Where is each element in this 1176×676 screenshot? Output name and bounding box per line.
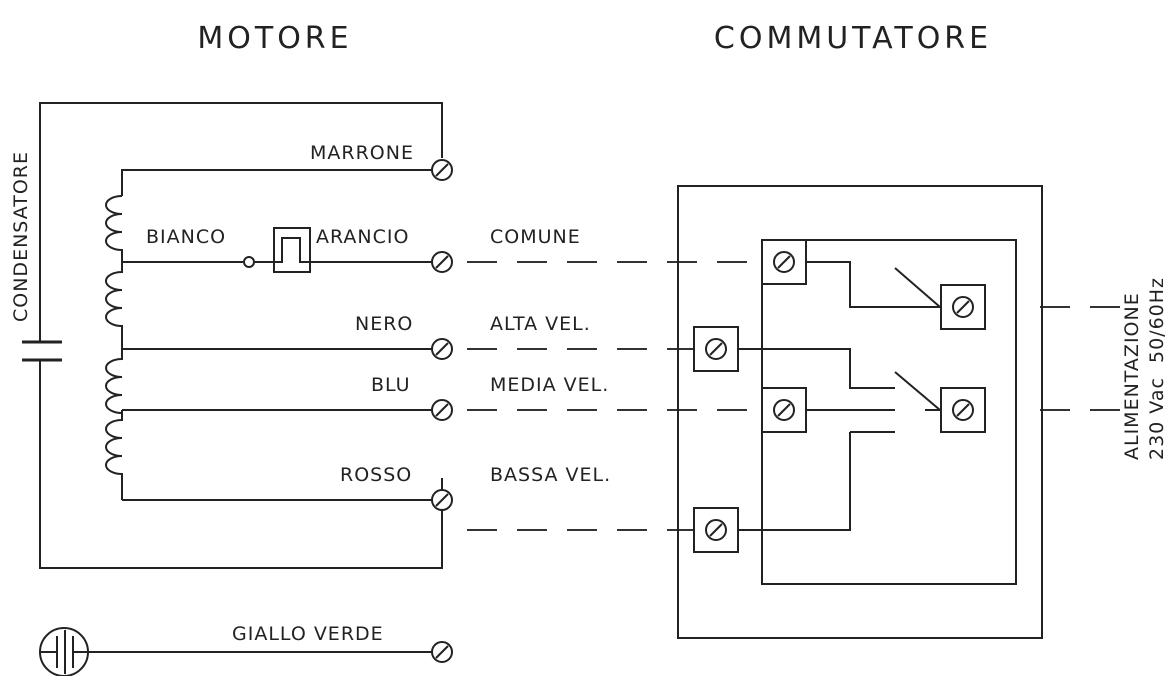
label-blu: BLU bbox=[371, 374, 411, 396]
switch-terminal-supply-1 bbox=[940, 284, 986, 330]
label-marrone: MARRONE bbox=[310, 142, 414, 164]
label-comune: COMUNE bbox=[490, 226, 581, 248]
label-alta-vel: ALTA VEL. bbox=[490, 313, 591, 335]
switch-terminal-comune bbox=[761, 239, 807, 285]
terminal-comune bbox=[431, 251, 453, 273]
switch-terminal-alta bbox=[693, 326, 739, 372]
label-giallo-verde: GIALLO VERDE bbox=[232, 623, 384, 645]
capacitor-icon bbox=[22, 340, 62, 362]
supply-label: ALIMENTAZIONE bbox=[1121, 292, 1143, 460]
switch-title: COMMUTATORE bbox=[714, 21, 992, 56]
label-media-vel: MEDIA VEL. bbox=[490, 374, 609, 396]
coil-icon bbox=[105, 195, 123, 476]
thermal-protector-icon bbox=[243, 227, 432, 273]
switch-contact-icon bbox=[894, 267, 941, 411]
label-rosso: ROSSO bbox=[340, 464, 412, 486]
terminal-media bbox=[431, 399, 453, 421]
label-bassa-vel: BASSA VEL. bbox=[490, 464, 611, 486]
terminal-marrone bbox=[431, 159, 453, 181]
switch-terminal-supply-2 bbox=[940, 387, 986, 433]
label-bianco: BIANCO bbox=[146, 226, 226, 248]
motor-title: MOTORE bbox=[197, 21, 352, 56]
terminal-bassa bbox=[431, 489, 453, 511]
capacitor-circuit: CONDENSATORE bbox=[10, 102, 443, 569]
motor-windings bbox=[105, 169, 432, 501]
switch-terminal-media bbox=[761, 387, 807, 433]
capacitor-label: CONDENSATORE bbox=[10, 151, 32, 322]
label-arancio: ARANCIO bbox=[316, 226, 409, 248]
supply-voltage-label: 230 Vac 50/60Hz bbox=[1146, 277, 1168, 460]
terminal-alta bbox=[431, 338, 453, 360]
switch-terminal-bassa bbox=[693, 507, 739, 553]
label-nero: NERO bbox=[355, 313, 413, 335]
switch-box bbox=[677, 185, 1043, 639]
terminal-ground bbox=[431, 641, 453, 663]
